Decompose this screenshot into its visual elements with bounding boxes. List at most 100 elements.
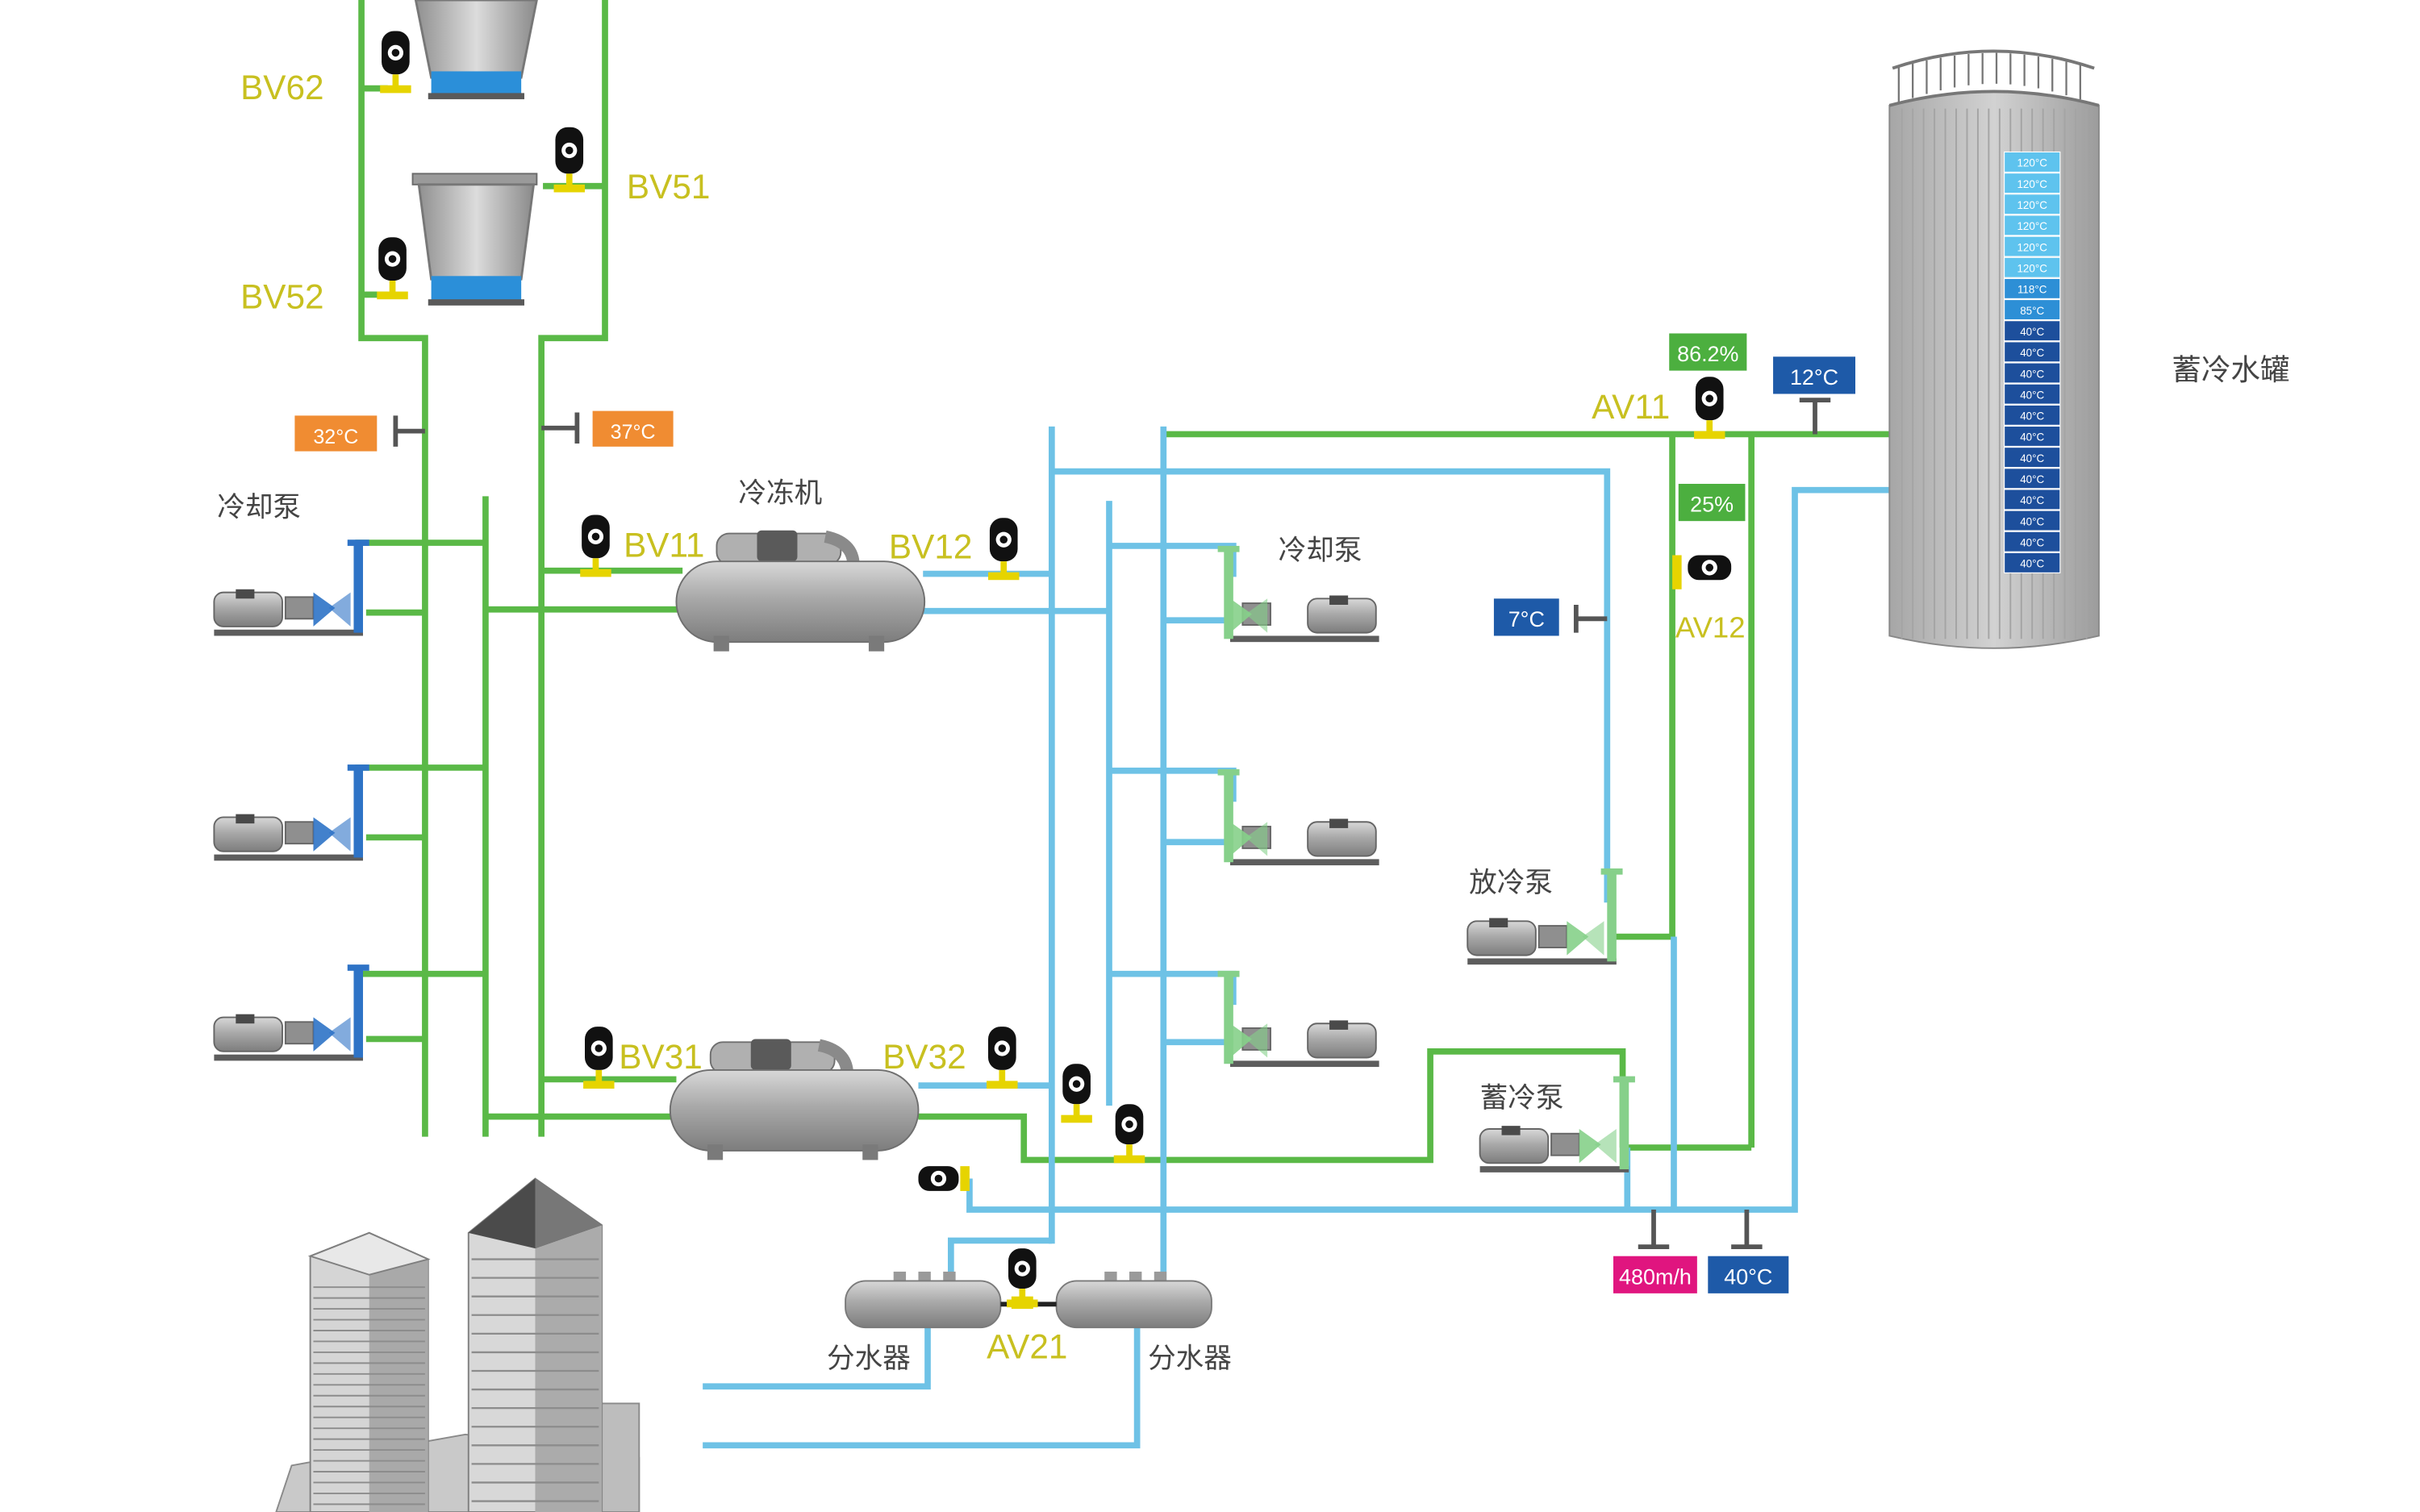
valve-bv32	[987, 1027, 1018, 1089]
tank-temperature-scale: 120°C 120°C 120°C 120°C 120°C 120°C 118°C 85°C 4…	[2004, 151, 2061, 573]
tank-scale-label: 120°C	[2017, 241, 2047, 253]
valve-bv51	[553, 127, 585, 193]
tank-scale-cell: 120°C	[2004, 256, 2061, 278]
chiller-1	[675, 530, 926, 652]
cooling-pump-right-3	[1217, 970, 1379, 1068]
cooling-pump-left-label: 冷却泵	[217, 491, 301, 523]
tank-scale-label: 120°C	[2017, 157, 2047, 169]
svg-text:7°C: 7°C	[1508, 607, 1545, 631]
storage-pump	[1479, 1076, 1635, 1173]
svg-text:25%: 25%	[1690, 493, 1734, 517]
valve-av21	[1007, 1248, 1038, 1308]
distributor-right-label: 分水器	[1148, 1343, 1232, 1375]
storage-pump-label: 蓄冷泵	[1480, 1082, 1564, 1114]
tank-scale-label: 40°C	[2020, 389, 2044, 401]
water-distributor-left	[845, 1271, 1002, 1329]
valve-label-bv52: BV52	[240, 278, 323, 316]
valve-label-av21: AV21	[987, 1328, 1067, 1366]
svg-text:480m/h: 480m/h	[1619, 1264, 1692, 1289]
valve-bv62	[380, 31, 411, 94]
tank-scale-cell: 40°C	[2004, 341, 2061, 363]
sensor-tag-32c: 32°C	[294, 415, 378, 452]
valve-label-bv62: BV62	[240, 69, 323, 106]
tank-scale-label: 118°C	[2017, 284, 2047, 296]
tank-scale-label: 120°C	[2017, 178, 2047, 190]
cooling-pump-right-label: 冷却泵	[1279, 535, 1362, 567]
cooling-pump-left-1	[213, 539, 369, 636]
sensor-tag-25pct: 25%	[1678, 484, 1746, 522]
tank-scale-label: 40°C	[2020, 431, 2044, 444]
discharge-pump	[1467, 868, 1623, 965]
svg-text:37°C: 37°C	[611, 421, 656, 444]
tank-scale-label: 120°C	[2017, 220, 2047, 232]
sensor-tag-7c: 7°C	[1493, 598, 1559, 636]
tank-scale-cell: 120°C	[2004, 194, 2061, 215]
valve-bv-aux-2	[1113, 1104, 1145, 1164]
storage-tank: 120°C 120°C 120°C 120°C 120°C 120°C 118°C 85°C 4…	[1888, 49, 2100, 649]
valve-label-av11: AV11	[1592, 388, 1670, 426]
tank-scale-label: 40°C	[2020, 326, 2044, 338]
svg-text:86.2%: 86.2%	[1677, 342, 1738, 366]
tank-scale-cell: 40°C	[2004, 362, 2061, 384]
valve-av12	[1688, 555, 1732, 581]
tank-scale-label: 40°C	[2020, 368, 2044, 380]
tank-scale-label: 40°C	[2020, 494, 2044, 506]
tank-scale-cell: 40°C	[2004, 510, 2061, 531]
valve-av11	[1694, 377, 1725, 439]
valve-bv11	[580, 514, 611, 577]
tank-scale-label: 40°C	[2020, 515, 2044, 527]
sensor-tag-12c: 12°C	[1773, 356, 1855, 394]
valve-label-bv12: BV12	[889, 527, 972, 565]
cooling-water-pipes	[355, 0, 1890, 1164]
tank-scale-cell: 40°C	[2004, 531, 2061, 552]
tank-scale-cell: 40°C	[2004, 383, 2061, 405]
valve-label-bv32: BV32	[882, 1038, 966, 1076]
sensor-tag-40c: 40°C	[1708, 1256, 1789, 1293]
svg-text:32°C: 32°C	[313, 426, 358, 448]
tank-scale-cell: 40°C	[2004, 552, 2061, 573]
valve-label-bv11: BV11	[624, 526, 704, 564]
valves-group	[377, 31, 1732, 1308]
cooling-pump-right-2	[1217, 768, 1379, 866]
sensor-tag-37c: 37°C	[592, 410, 674, 447]
storage-tank-label: 蓄冷水罐	[2172, 352, 2289, 387]
sensor-tag-480mh: 480m/h	[1613, 1256, 1697, 1293]
tank-scale-label: 40°C	[2020, 410, 2044, 423]
svg-text:40°C: 40°C	[1724, 1264, 1772, 1289]
svg-text:12°C: 12°C	[1790, 365, 1838, 389]
tank-scale-label: 40°C	[2020, 452, 2044, 464]
sensor-stems	[393, 398, 1831, 1250]
tank-scale-cell: 40°C	[2004, 425, 2061, 448]
cooling-tower-top	[414, 0, 538, 100]
valve-bv-aux-1	[1061, 1064, 1092, 1123]
valve-label-bv31: BV31	[619, 1038, 702, 1076]
tank-scale-cell: 85°C	[2004, 298, 2061, 321]
tank-scale-cell: 118°C	[2004, 277, 2061, 299]
tank-scale-cell: 40°C	[2004, 320, 2061, 342]
chiller-2	[669, 1039, 920, 1160]
tank-scale-label: 40°C	[2020, 537, 2044, 549]
tank-scale-cell: 40°C	[2004, 404, 2061, 426]
tank-scale-label: 85°C	[2020, 305, 2044, 317]
tank-scale-label: 40°C	[2020, 473, 2044, 485]
valve-label-bv51: BV51	[627, 168, 710, 206]
tank-scale-cell: 40°C	[2004, 489, 2061, 510]
valve-label-av12: AV12	[1675, 610, 1746, 644]
sensor-tag-862pct: 86.2%	[1669, 333, 1747, 371]
cooling-pump-right-1	[1217, 545, 1379, 643]
tank-scale-cell: 120°C	[2004, 151, 2061, 173]
valve-bv31	[583, 1027, 615, 1089]
valve-bv12	[988, 518, 1020, 581]
tank-scale-label: 120°C	[2017, 199, 2047, 211]
tank-scale-label: 40°C	[2020, 347, 2044, 359]
tank-scale-cell: 120°C	[2004, 215, 2061, 236]
office-buildings	[275, 1177, 640, 1512]
distributor-left-label: 分水器	[827, 1343, 911, 1375]
tank-scale-cell: 120°C	[2004, 235, 2061, 257]
valve-bv52	[377, 237, 408, 300]
tank-scale-cell: 40°C	[2004, 468, 2061, 489]
chiller-label: 冷冻机	[738, 477, 822, 510]
valve-aux-3	[918, 1166, 959, 1191]
tank-scale-cell: 40°C	[2004, 447, 2061, 469]
